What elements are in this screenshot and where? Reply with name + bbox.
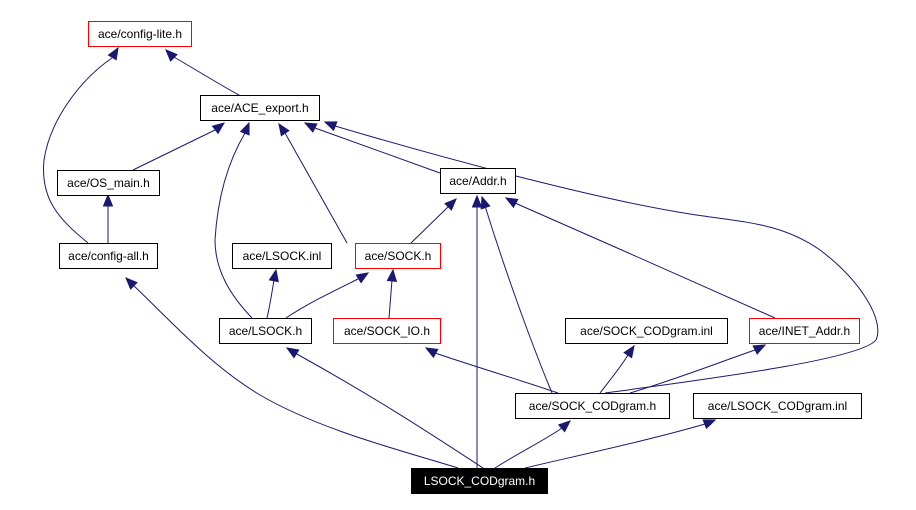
- arrowhead-icon: [702, 419, 717, 430]
- edge-sock-h-to-ace-export: [284, 132, 348, 244]
- arrowhead-icon: [303, 122, 318, 133]
- edge-root-to-lsock-h: [294, 352, 484, 469]
- arrowhead-icon: [285, 347, 300, 359]
- edge-sock-codgram-h-to-sock-io: [434, 352, 559, 394]
- arrowhead-icon: [557, 420, 571, 433]
- edge-sock-codgram-h-to-sock-codgram-inl: [599, 354, 629, 394]
- edge-root-to-sock-codgram-h: [494, 427, 563, 469]
- edges-layer: [42, 46, 879, 469]
- arrowhead-icon: [125, 277, 138, 290]
- node-addr-h[interactable]: ace/Addr.h: [440, 168, 516, 194]
- arrowhead-icon: [444, 198, 457, 211]
- node-lsock-inl[interactable]: ace/LSOCK.inl: [232, 243, 332, 269]
- node-lsock-h[interactable]: ace/LSOCK.h: [219, 318, 312, 344]
- node-sock-h[interactable]: ace/SOCK.h: [355, 243, 441, 269]
- arrowhead-icon: [107, 46, 119, 61]
- edge-addr-to-ace-export: [314, 127, 441, 174]
- arrowhead-icon: [480, 195, 491, 210]
- node-sock-io-h[interactable]: ace/SOCK_IO.h: [333, 318, 441, 344]
- arrowhead-icon: [752, 344, 767, 355]
- arrowhead-icon: [278, 122, 290, 137]
- edge-lsock-h-to-lsock-inl: [266, 279, 275, 319]
- edge-sock-h-to-addr: [410, 205, 450, 244]
- arrowhead-icon: [504, 197, 519, 209]
- node-root-lsock-codgram-h: LSOCK_CODgram.h: [411, 468, 548, 494]
- arrowhead-icon: [424, 347, 439, 359]
- arrowhead-icon: [355, 272, 370, 284]
- node-inet-addr-h[interactable]: ace/INET_Addr.h: [749, 318, 860, 344]
- node-ace-export-h[interactable]: ace/ACE_export.h: [200, 95, 320, 121]
- edge-lsock-h-to-sock-h: [285, 277, 361, 319]
- node-sock-codgram-h[interactable]: ace/SOCK_CODgram.h: [515, 393, 670, 419]
- edge-config-all-to-config-lite: [42, 57, 113, 244]
- node-sock-codgram-inl[interactable]: ace/SOCK_CODgram.inl: [565, 318, 728, 344]
- arrowhead-icon: [239, 121, 250, 136]
- arrowhead-icon: [102, 193, 114, 207]
- edge-root-to-config-all: [132, 284, 459, 469]
- edge-lsock-h-to-ace-export: [214, 132, 253, 319]
- arrowhead-icon: [323, 121, 338, 132]
- edge-root-to-lsock-codgram-inl: [524, 423, 706, 469]
- node-lsock-codgram-inl[interactable]: ace/LSOCK_CODgram.inl: [693, 393, 862, 419]
- edge-sock-io-to-sock-h: [388, 279, 393, 319]
- edge-ace-export-to-config-lite: [171, 55, 240, 96]
- node-os-main-h[interactable]: ace/OS_main.h: [57, 170, 160, 196]
- arrowhead-icon: [211, 122, 226, 135]
- arrowhead-icon: [623, 344, 635, 359]
- edge-os-main-to-ace-export: [132, 129, 216, 171]
- arrowhead-icon: [268, 268, 279, 283]
- node-config-lite-h[interactable]: ace/config-lite.h: [88, 21, 192, 47]
- edge-sock-codgram-h-to-ace-export: [334, 125, 879, 394]
- edge-sock-codgram-h-to-inet-addr: [629, 349, 756, 394]
- arrowhead-icon: [165, 49, 178, 62]
- node-config-all-h[interactable]: ace/config-all.h: [59, 243, 158, 269]
- edge-inet-addr-to-addr: [514, 202, 776, 319]
- edge-sock-codgram-h-to-addr: [484, 205, 553, 394]
- arrowhead-icon: [471, 194, 483, 208]
- arrowhead-icon: [386, 268, 398, 282]
